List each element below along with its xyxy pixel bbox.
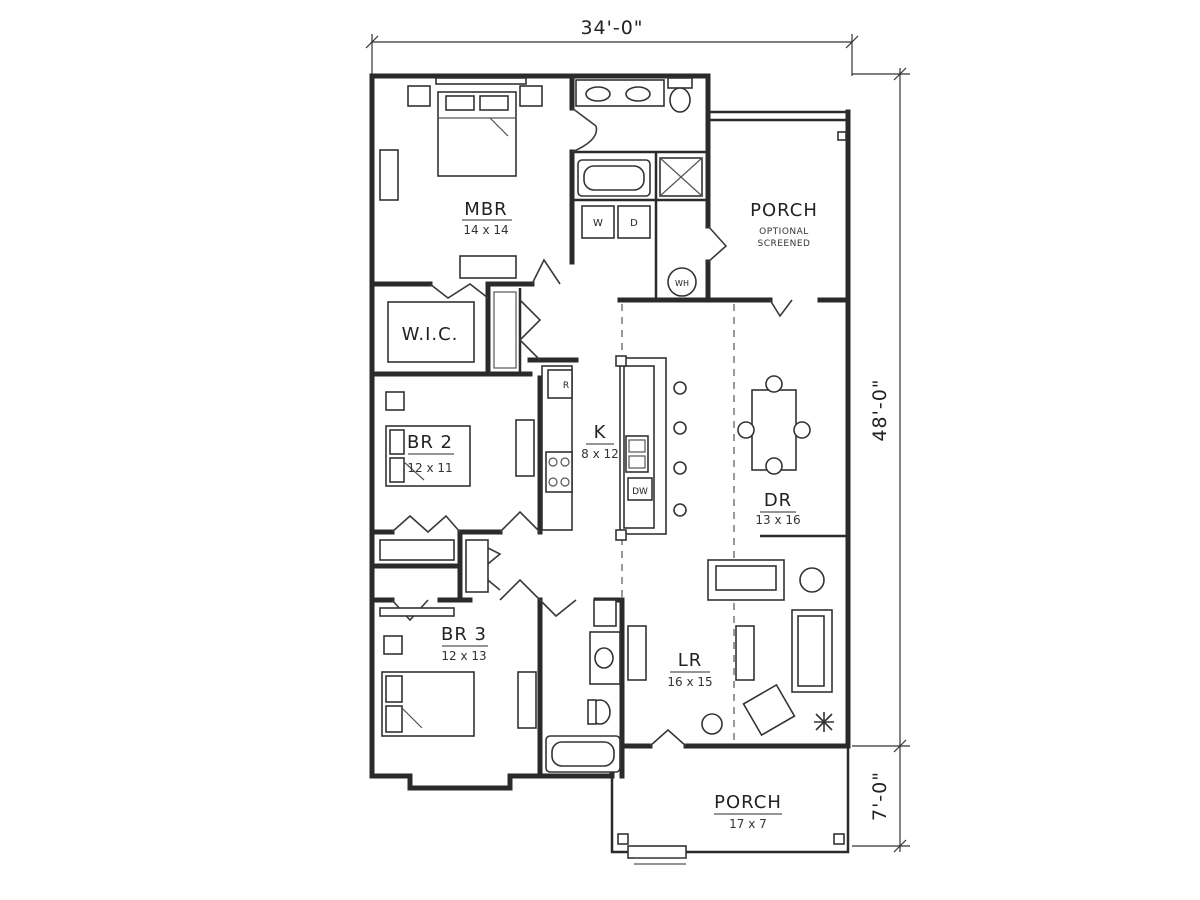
room-name-lr: LR: [678, 650, 703, 671]
room-name-br2: BR 2: [407, 432, 453, 453]
dryer-icon: [617, 205, 651, 239]
door-swings: [391, 107, 793, 747]
dimension-width-label: 34'-0": [580, 17, 643, 39]
dimension-depth-label: 48'-0": [869, 378, 891, 441]
kitchen-fixtures: [541, 355, 687, 541]
dimension-porch-depth-label: 7'-0": [869, 771, 891, 821]
room-size-porch-front: 17 x 7: [729, 817, 767, 831]
water-heater-label: WH: [675, 279, 689, 288]
br3-furniture: [379, 607, 537, 737]
porch-note-optional: OPTIONAL: [759, 227, 809, 237]
room-name-mbr: MBR: [464, 199, 507, 220]
dining-furniture: [737, 375, 848, 538]
washer-label: W: [593, 218, 603, 229]
dimension-lines: [365, 34, 910, 853]
porch-note-screened: SCREENED: [758, 239, 811, 249]
hall-bath-fixtures: [545, 599, 621, 773]
room-size-mbr: 14 x 14: [463, 223, 508, 237]
mbr-furniture: [379, 77, 543, 279]
room-size-br2: 12 x 11: [407, 461, 452, 475]
master-bath-fixtures: [575, 77, 703, 197]
dishwasher-label: DW: [632, 487, 648, 497]
dryer-label: D: [630, 218, 638, 229]
refrigerator-label: R: [563, 381, 569, 391]
room-size-br3: 12 x 13: [441, 649, 486, 663]
room-size-lr: 16 x 15: [667, 675, 712, 689]
exterior-walls: [369, 73, 851, 865]
room-name-porch-rear: PORCH: [750, 200, 818, 221]
room-name-porch-front: PORCH: [714, 792, 782, 813]
room-name-kitchen: K: [594, 422, 607, 443]
water-heater-icon: [667, 267, 697, 297]
washer-icon: [581, 205, 615, 239]
br2-furniture: [379, 391, 535, 593]
wic-shelf: [387, 301, 475, 363]
room-name-wic: W.I.C.: [402, 324, 459, 345]
room-name-br3: BR 3: [441, 624, 487, 645]
room-size-dr: 13 x 16: [755, 513, 800, 527]
room-name-dr: DR: [764, 490, 792, 511]
room-size-kitchen: 8 x 12: [581, 447, 619, 461]
interior-walls: [369, 73, 773, 779]
living-furniture: [627, 559, 834, 737]
closet-rod: [493, 291, 517, 369]
